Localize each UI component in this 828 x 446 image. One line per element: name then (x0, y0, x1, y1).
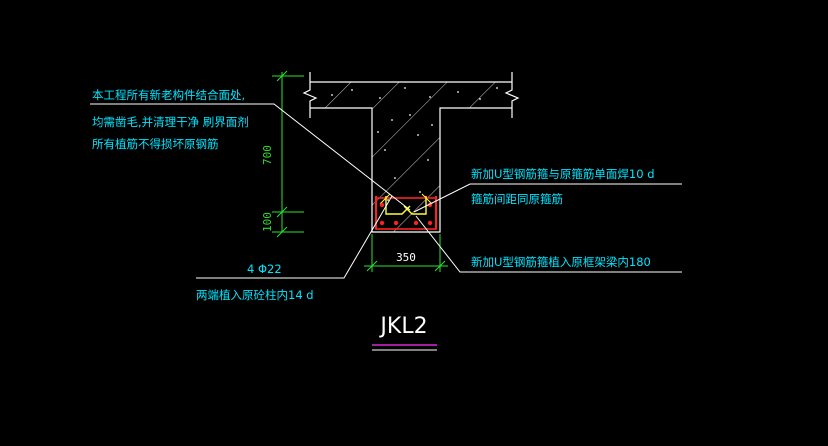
leader-lines (90, 103, 682, 279)
note-right-top-line1: 新加U型钢筋箍与原箍筋单面焊10 d (471, 167, 655, 181)
longitudinal-rebars (379, 202, 433, 226)
concrete-aggregate (331, 87, 498, 201)
note-rebar-spec: 4 Φ22 (247, 262, 282, 276)
dimension-height-lower: 100 (261, 212, 274, 232)
note-rebar-anchor: 两端植入原砼柱内14 d (196, 288, 314, 302)
dimension-height-upper: 700 (261, 145, 274, 165)
note-right-bottom: 新加U型钢筋箍植入原框架梁内180 (471, 255, 651, 269)
drawing-title: JKL2 (378, 314, 427, 339)
note-left-line3: 所有植筋不得损坏原钢筋 (92, 137, 219, 151)
note-left-line2: 均需凿毛,并清理干净 刷界面剂 (92, 115, 249, 129)
vertical-dimension (272, 70, 304, 238)
dimension-width: 350 (396, 251, 416, 264)
section-outline (302, 72, 520, 233)
concrete-section-hatch (310, 82, 512, 232)
horizontal-dimension (364, 234, 448, 272)
note-right-top-line2: 箍筋间距同原箍筋 (471, 192, 563, 206)
note-left-line1: 本工程所有新老构件结合面处, (92, 88, 245, 102)
